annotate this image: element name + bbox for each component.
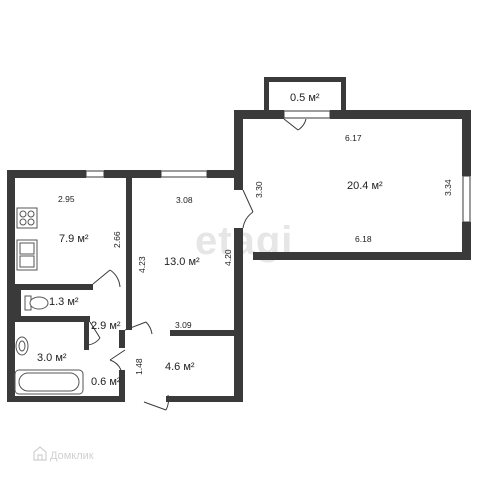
- sink-icon: [16, 239, 38, 271]
- windows: [85, 110, 471, 223]
- dimension-label: 4.20: [223, 249, 233, 266]
- dimension-label: 6.18: [355, 234, 372, 244]
- room-area-kitchen: 7.9 м²: [59, 233, 89, 245]
- dimension-label: 2.95: [58, 194, 75, 204]
- stove-icon: [16, 207, 38, 229]
- room-area-toilet: 1.3 м²: [49, 296, 79, 308]
- dimension-label: 4.23: [137, 256, 147, 273]
- walls: [7, 77, 471, 402]
- room-area-closet: 0.6 м²: [91, 376, 121, 388]
- dimension-label: 3.09: [175, 320, 192, 330]
- dimension-label: 3.30: [254, 181, 264, 198]
- toilet-icon: [24, 295, 49, 311]
- dimension-label: 3.34: [443, 179, 453, 196]
- room-area-corridor: 2.9 м²: [91, 320, 121, 332]
- brand-name: Домклик: [50, 450, 94, 462]
- room-area-living-room: 20.4 м²: [347, 180, 383, 192]
- dimension-label: 6.17: [345, 133, 362, 143]
- dimension-label: 1.48: [134, 358, 144, 375]
- room-area-bathroom: 3.0 м²: [37, 352, 67, 364]
- room-area-hall: 4.6 м²: [165, 361, 195, 373]
- house-icon: [33, 446, 47, 461]
- room-area-bedroom: 13.0 м²: [164, 256, 200, 268]
- room-area-balcony: 0.5 м²: [290, 92, 320, 104]
- dimension-label: 2.66: [112, 231, 122, 248]
- brand-logo: Домклик: [33, 446, 94, 462]
- washbasin-icon: [15, 336, 29, 356]
- dimension-label: 3.08: [176, 195, 193, 205]
- doors: [87, 118, 307, 411]
- bathtub-icon: [14, 369, 84, 395]
